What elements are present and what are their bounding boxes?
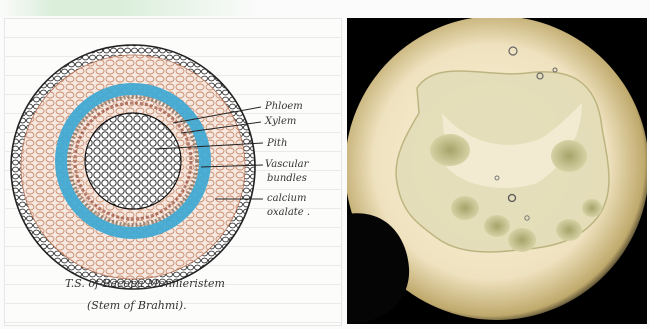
vascular-lobe-1 bbox=[430, 134, 470, 166]
label-vascular: Vascular bbox=[265, 159, 310, 170]
label-bundles: bundles bbox=[267, 173, 307, 184]
micrograph-image bbox=[347, 18, 647, 324]
vascular-lobe-2 bbox=[551, 140, 587, 172]
stem-diagram-panel: Phloem Xylem Pith Vascular bundles calci… bbox=[4, 18, 342, 326]
caption-line-2: (Stem of Brahmi). bbox=[87, 299, 187, 312]
pith bbox=[85, 113, 181, 209]
caption-line-1: T.S. of Bacopa Monnieristem bbox=[65, 277, 225, 290]
label-calcium: calcium bbox=[267, 193, 306, 204]
label-oxalate: oxalate . bbox=[267, 207, 310, 218]
micrograph-panel bbox=[347, 18, 647, 324]
label-phloem: Phloem bbox=[264, 101, 303, 112]
stem-cross-section-drawing: Phloem Xylem Pith Vascular bundles calci… bbox=[5, 19, 341, 325]
label-xylem: Xylem bbox=[264, 116, 296, 127]
vascular-lobe-6 bbox=[556, 219, 582, 241]
watermark-band bbox=[0, 0, 260, 16]
vascular-lobe-7 bbox=[582, 199, 602, 217]
vascular-lobe-3 bbox=[451, 196, 479, 220]
vascular-lobe-5 bbox=[508, 228, 536, 252]
label-pith: Pith bbox=[266, 138, 287, 149]
vascular-lobe-4 bbox=[484, 215, 510, 237]
